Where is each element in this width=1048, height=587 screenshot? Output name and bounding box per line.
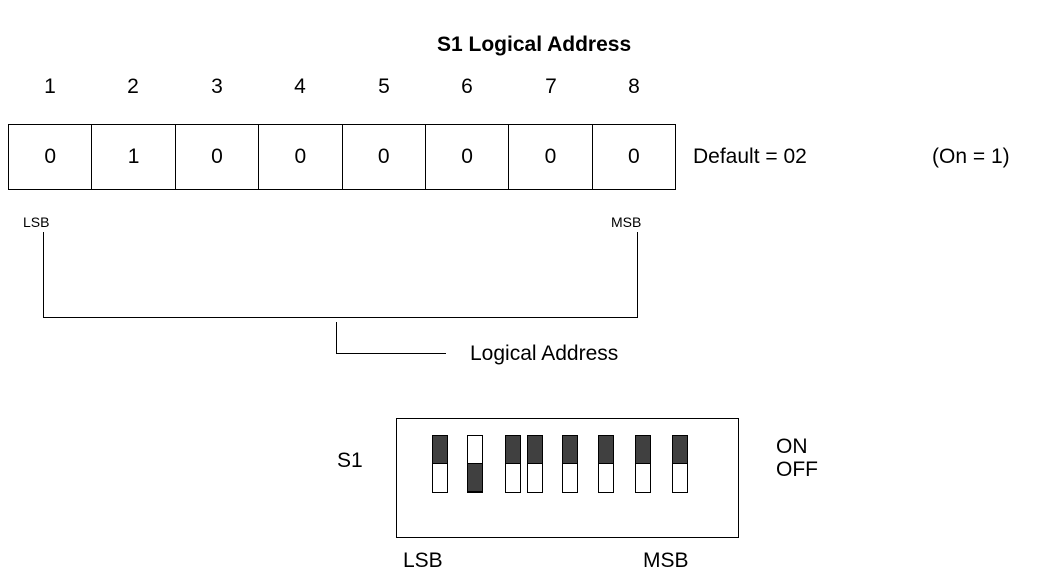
dip-knob-5 [562,435,578,464]
switch-name-label: S1 [337,449,363,472]
dip-toggle-4[interactable] [527,435,543,493]
lsb-label: LSB [23,214,50,230]
dip-toggle-3[interactable] [505,435,521,493]
dip-toggle-8[interactable] [672,435,688,493]
bit-value-table: 0 1 0 0 0 0 0 0 [8,124,676,190]
msb-bracket-line [637,232,638,317]
dip-toggle-1[interactable] [432,435,448,493]
dip-knob-6 [598,435,614,464]
bit-value-3: 0 [176,125,260,189]
dip-knob-8 [672,435,688,464]
dip-toggle-6[interactable] [598,435,614,493]
on-equals-one-note: (On = 1) [932,145,1010,168]
default-value-text: Default = 02 [693,145,807,168]
lsb-bracket-line [43,232,44,317]
bracket-horizontal-line [43,317,638,318]
bit-position-6: 6 [461,75,473,98]
dip-toggle-7[interactable] [635,435,651,493]
msb-label: MSB [611,214,642,230]
bit-position-7: 7 [545,75,557,98]
bit-value-5: 0 [343,125,426,189]
off-label: OFF [776,458,818,481]
bit-value-4: 0 [259,125,343,189]
bit-value-6: 0 [426,125,510,189]
bit-position-8: 8 [628,75,640,98]
logical-address-label: Logical Address [470,342,619,365]
bit-position-2: 2 [127,75,139,98]
dip-toggle-2[interactable] [467,435,483,493]
dip-knob-3 [505,435,521,464]
pointer-horizontal-line [336,353,446,354]
switch-lsb-label: LSB [403,549,443,572]
bit-value-2: 1 [92,125,176,189]
dip-knob-1 [432,435,448,464]
bit-value-7: 0 [509,125,593,189]
bit-position-5: 5 [378,75,390,98]
on-label: ON [776,435,808,458]
diagram-title: S1 Logical Address [437,33,632,56]
dip-switch-s1 [396,418,739,538]
bit-position-3: 3 [211,75,223,98]
pointer-vertical-line [336,322,337,353]
dip-toggle-5[interactable] [562,435,578,493]
bit-position-1: 1 [44,75,56,98]
bit-position-4: 4 [294,75,306,98]
dip-knob-2 [467,463,483,492]
dip-knob-7 [635,435,651,464]
bit-value-1: 0 [9,125,93,189]
bit-value-8: 0 [627,145,640,168]
switch-msb-label: MSB [643,549,689,572]
dip-knob-4 [527,435,543,464]
